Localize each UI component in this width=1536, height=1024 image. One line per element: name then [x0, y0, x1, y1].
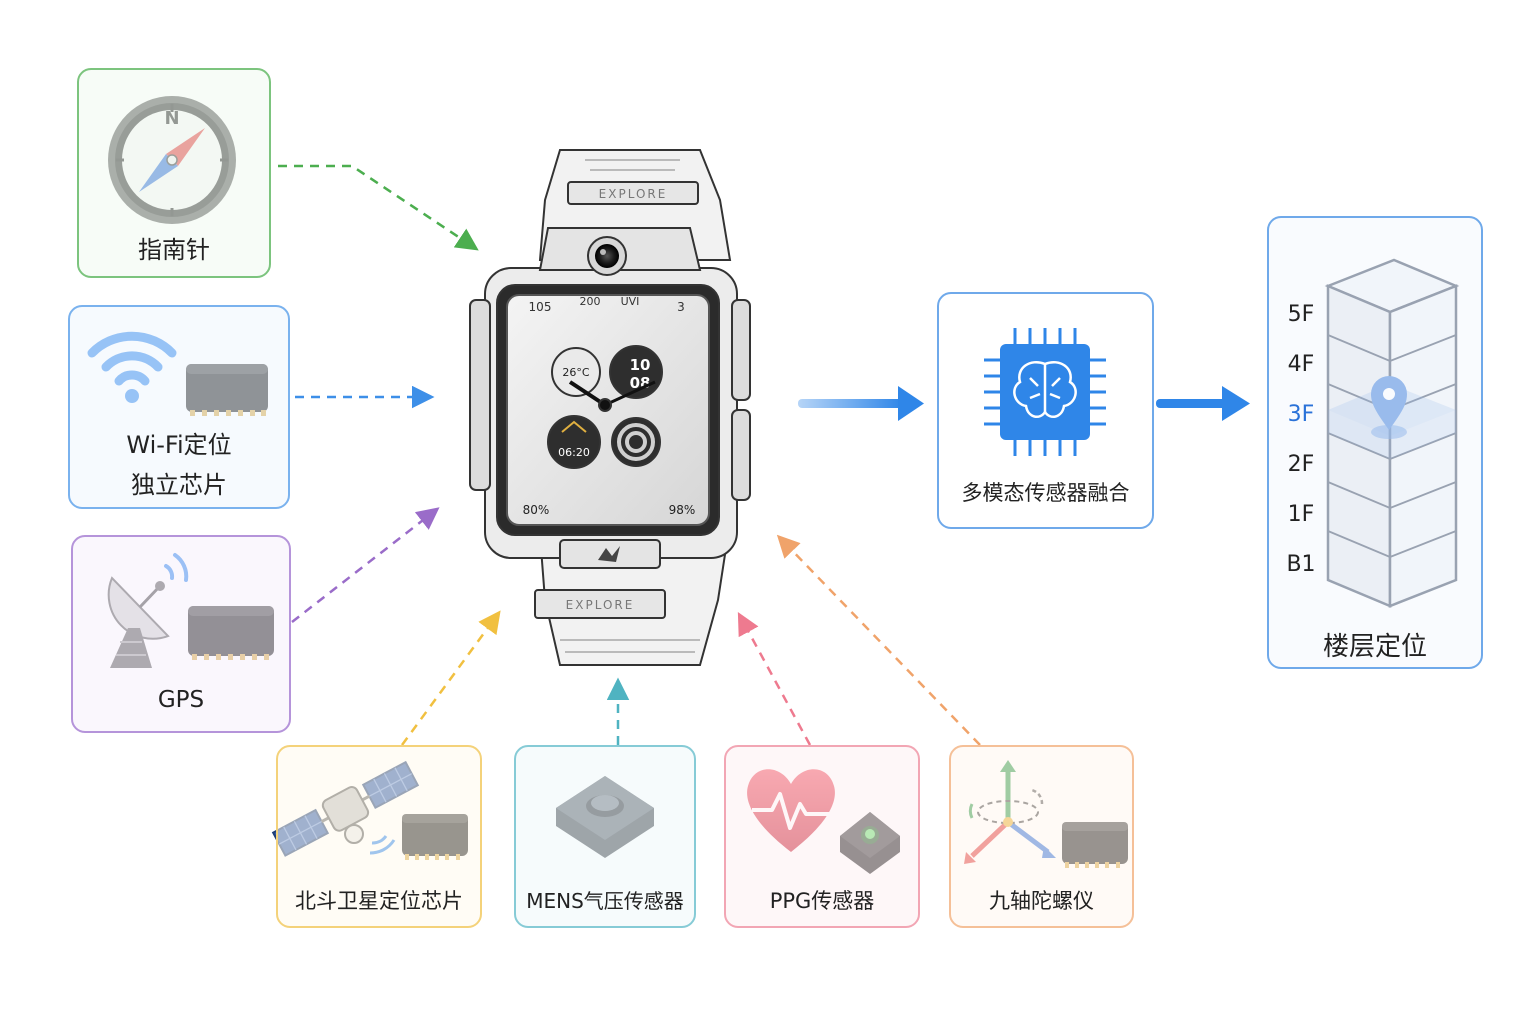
smartwatch-illustration: EXPLORE EXPLORE 105 200 UVI 3 26°C 10 08 [469, 149, 751, 666]
flow-arrow-watch-to-fusion [798, 386, 924, 421]
compass-label: 指南针 [138, 236, 210, 264]
floor-label-4f: 4F [1287, 352, 1315, 377]
connector-gps [291, 507, 440, 623]
floor-label-1f: 1F [1287, 502, 1315, 527]
ai-chip-icon [984, 328, 1106, 456]
card-ppg: PPG传感器 [724, 745, 920, 928]
connector-beidou [400, 610, 501, 746]
card-compass: 指南针 [77, 68, 271, 278]
battery-left: 80% [523, 503, 550, 517]
mems-label: MENS气压传感器 [526, 889, 684, 913]
floor-label-b1: B1 [1286, 552, 1316, 577]
wifi-label-line1: Wi-Fi定位 [126, 431, 232, 459]
sunrise-dial [547, 415, 601, 469]
ring-label-200: 200 [580, 295, 601, 308]
floor-label-3f: 3F [1287, 402, 1315, 427]
ppg-label: PPG传感器 [769, 889, 875, 913]
card-gps: GPS [71, 535, 291, 733]
sunrise-time: 06:20 [558, 446, 590, 459]
watch-bottom-band-text: EXPLORE [566, 598, 635, 612]
card-gyro: 九轴陀螺仪 [949, 745, 1134, 928]
battery-right: 98% [669, 503, 696, 517]
temperature-dial [551, 347, 601, 397]
card-wifi: Wi-Fi定位 独立芯片 [68, 305, 290, 509]
connector-ppg [737, 612, 812, 746]
brand-logo-icon [598, 546, 620, 562]
floor-label-2f: 2F [1287, 452, 1315, 477]
temperature-value: 26°C [562, 366, 589, 379]
watch-top-band-text: EXPLORE [599, 187, 668, 201]
card-fusion: 多模态传感器融合 [937, 292, 1154, 529]
floor-positioning-label: 楼层定位 [1322, 632, 1427, 662]
card-mems: MENS气压传感器 [514, 745, 696, 928]
ring-label-uvi: UVI [621, 295, 640, 308]
beidou-label: 北斗卫星定位芯片 [295, 889, 463, 913]
connector-gyro [776, 534, 981, 746]
connectors [278, 164, 981, 746]
flow-arrow-fusion-to-floor [1156, 386, 1250, 421]
card-floor-positioning: 5F 4F 3F 2F 1F B1 楼层定位 [1267, 216, 1483, 669]
connector-compass [278, 164, 479, 251]
ring-label-105: 105 [529, 300, 552, 314]
floor-label-5f: 5F [1287, 302, 1315, 327]
fusion-label: 多模态传感器融合 [961, 481, 1130, 505]
time-hour: 10 [630, 356, 651, 374]
gyro-label: 九轴陀螺仪 [989, 889, 1094, 913]
wifi-label-line2: 独立芯片 [131, 471, 227, 499]
ring-label-3: 3 [677, 300, 685, 314]
gps-label: GPS [157, 687, 205, 713]
card-beidou: 北斗卫星定位芯片 [276, 745, 482, 928]
